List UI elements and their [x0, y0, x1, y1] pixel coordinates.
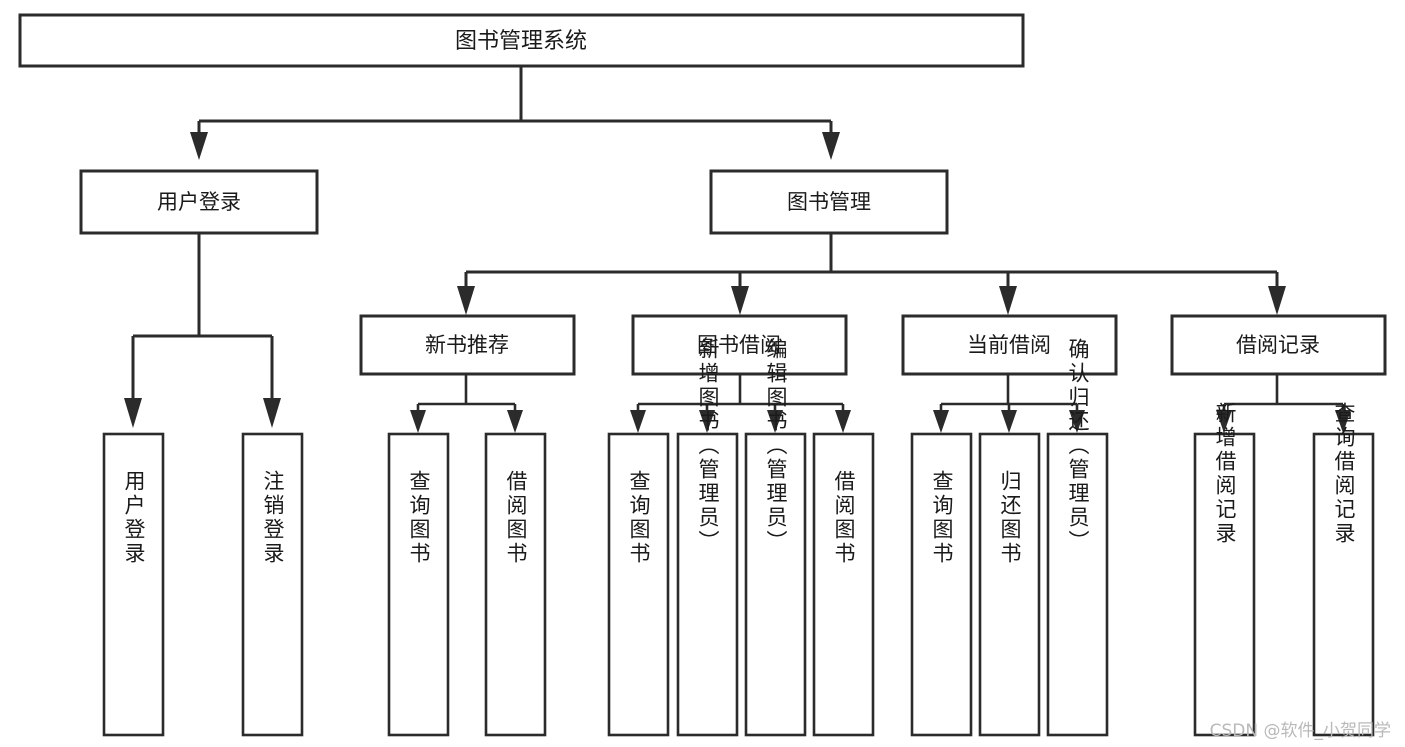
- node-book-manage-box[interactable]: [709, 169, 949, 235]
- node-leaf-return-book-label: 归还图书: [998, 470, 1022, 566]
- connector-group-root: [190, 67, 840, 160]
- node-user-login[interactable]: 用户登录: [79, 169, 319, 235]
- node-leaf-query-book-2-box[interactable]: [607, 432, 670, 737]
- node-leaf-edit-book[interactable]: 编辑图书（管理员）: [744, 338, 807, 737]
- node-new-book-rec-box[interactable]: [359, 314, 576, 376]
- arrowhead-new-book-rec: [457, 286, 475, 315]
- connector-group-current-borrow: [933, 374, 1085, 433]
- connector-group-book-manage: [457, 233, 1286, 315]
- arrowhead-leaf-query-record: [1335, 410, 1351, 433]
- node-leaf-return-book-box[interactable]: [978, 432, 1041, 737]
- arrowhead-current-borrow: [999, 286, 1017, 315]
- node-leaf-query-book-1-box[interactable]: [387, 432, 450, 737]
- node-leaf-logout-box[interactable]: [241, 432, 304, 737]
- node-current-borrow[interactable]: 当前借阅: [901, 314, 1118, 376]
- node-leaf-query-record-box[interactable]: [1312, 432, 1375, 737]
- node-user-login-box[interactable]: [79, 169, 319, 235]
- node-leaf-query-book-1-label: 查询图书: [407, 470, 431, 566]
- arrowhead-borrow-record: [1268, 286, 1286, 315]
- node-leaf-user-login[interactable]: 用户登录: [102, 432, 165, 737]
- node-leaf-borrow-book-2[interactable]: 借阅图书: [812, 432, 875, 737]
- node-root[interactable]: 图书管理系统: [18, 13, 1025, 68]
- arrowhead-leaf-query-book-3: [933, 410, 949, 433]
- arrowhead-leaf-borrow-book-1: [507, 410, 523, 433]
- node-leaf-query-record[interactable]: 查询借阅记录: [1312, 402, 1375, 737]
- node-book-borrow-label: 图书借阅: [697, 333, 781, 357]
- arrowhead-leaf-add-record: [1216, 410, 1232, 433]
- node-leaf-add-record-box[interactable]: [1193, 432, 1256, 737]
- node-leaf-query-book-3-box[interactable]: [910, 432, 973, 737]
- arrowhead-leaf-confirm-return: [1069, 410, 1085, 433]
- node-leaf-query-record-label: 查询借阅记录: [1332, 402, 1356, 546]
- node-leaf-logout[interactable]: 注销登录: [241, 432, 304, 737]
- node-leaf-borrow-book-2-label: 借阅图书: [832, 470, 856, 566]
- node-book-manage-label: 图书管理: [787, 190, 871, 214]
- node-leaf-user-login-box[interactable]: [102, 432, 165, 737]
- node-current-borrow-label: 当前借阅: [967, 333, 1051, 357]
- node-leaf-add-record[interactable]: 新增借阅记录: [1193, 402, 1256, 737]
- arrowhead-leaf-query-book-2: [630, 410, 646, 433]
- node-leaf-add-book-label: 新增图书（管理员）: [696, 338, 720, 554]
- node-root-label: 图书管理系统: [455, 29, 587, 54]
- node-leaf-query-book-3-label: 查询图书: [930, 470, 954, 566]
- node-leaf-add-record-label: 新增借阅记录: [1213, 402, 1237, 546]
- node-leaf-query-book-2-label: 查询图书: [627, 470, 651, 566]
- node-leaf-confirm-return-box[interactable]: [1046, 432, 1109, 737]
- node-leaf-query-book-3[interactable]: 查询图书: [910, 432, 973, 737]
- node-leaf-confirm-return[interactable]: 确认归还（管理员）: [1046, 338, 1109, 737]
- node-leaf-borrow-book-1-label: 借阅图书: [504, 470, 528, 566]
- connector-group-user-login: [124, 233, 281, 428]
- node-leaf-confirm-return-label: 确认归还（管理员）: [1066, 338, 1090, 554]
- node-new-book-rec-label: 新书推荐: [425, 333, 509, 357]
- node-borrow-record-label: 借阅记录: [1236, 333, 1320, 357]
- node-user-login-label: 用户登录: [157, 190, 241, 214]
- node-leaf-return-book[interactable]: 归还图书: [978, 432, 1041, 737]
- arrowhead-user-login: [190, 132, 208, 160]
- node-book-borrow-box[interactable]: [631, 314, 848, 376]
- node-leaf-user-login-label: 用户登录: [122, 470, 146, 566]
- node-leaf-edit-book-label: 编辑图书（管理员）: [764, 338, 788, 554]
- arrowhead-leaf-add-book: [699, 410, 715, 433]
- node-borrow-record-box[interactable]: [1170, 314, 1387, 376]
- arrowhead-leaf-edit-book: [767, 410, 783, 433]
- node-leaf-query-book-2[interactable]: 查询图书: [607, 432, 670, 737]
- csdn-watermark: CSDN @软件_小贺同学: [1209, 721, 1391, 741]
- node-book-manage[interactable]: 图书管理: [709, 169, 949, 235]
- connector-group-book-borrow: [630, 374, 851, 433]
- node-borrow-record[interactable]: 借阅记录: [1170, 314, 1387, 376]
- node-leaf-borrow-book-2-box[interactable]: [812, 432, 875, 737]
- arrowhead-leaf-return-book: [1001, 410, 1017, 433]
- node-leaf-borrow-book-1-box[interactable]: [484, 432, 547, 737]
- arrowhead-book-borrow: [731, 286, 749, 315]
- arrowhead-leaf-logout: [263, 398, 281, 428]
- arrowhead-leaf-query-book-1: [410, 410, 426, 433]
- node-new-book-rec[interactable]: 新书推荐: [359, 314, 576, 376]
- node-leaf-add-book-box[interactable]: [676, 432, 739, 737]
- connector-group-borrow-record: [1216, 374, 1351, 433]
- arrowhead-book-manage: [822, 132, 840, 160]
- node-leaf-query-book-1[interactable]: 查询图书: [387, 432, 450, 737]
- node-root-box[interactable]: [18, 13, 1025, 68]
- node-leaf-edit-book-box[interactable]: [744, 432, 807, 737]
- arrowhead-leaf-user-login: [124, 398, 142, 428]
- node-current-borrow-box[interactable]: [901, 314, 1118, 376]
- node-leaf-add-book[interactable]: 新增图书（管理员）: [676, 338, 739, 737]
- connector-group-new-book-rec: [410, 374, 523, 433]
- node-leaf-logout-label: 注销登录: [261, 470, 285, 566]
- node-leaf-borrow-book-1[interactable]: 借阅图书: [484, 432, 547, 737]
- node-book-borrow[interactable]: 图书借阅: [631, 314, 848, 376]
- arrowhead-leaf-borrow-book-2: [835, 410, 851, 433]
